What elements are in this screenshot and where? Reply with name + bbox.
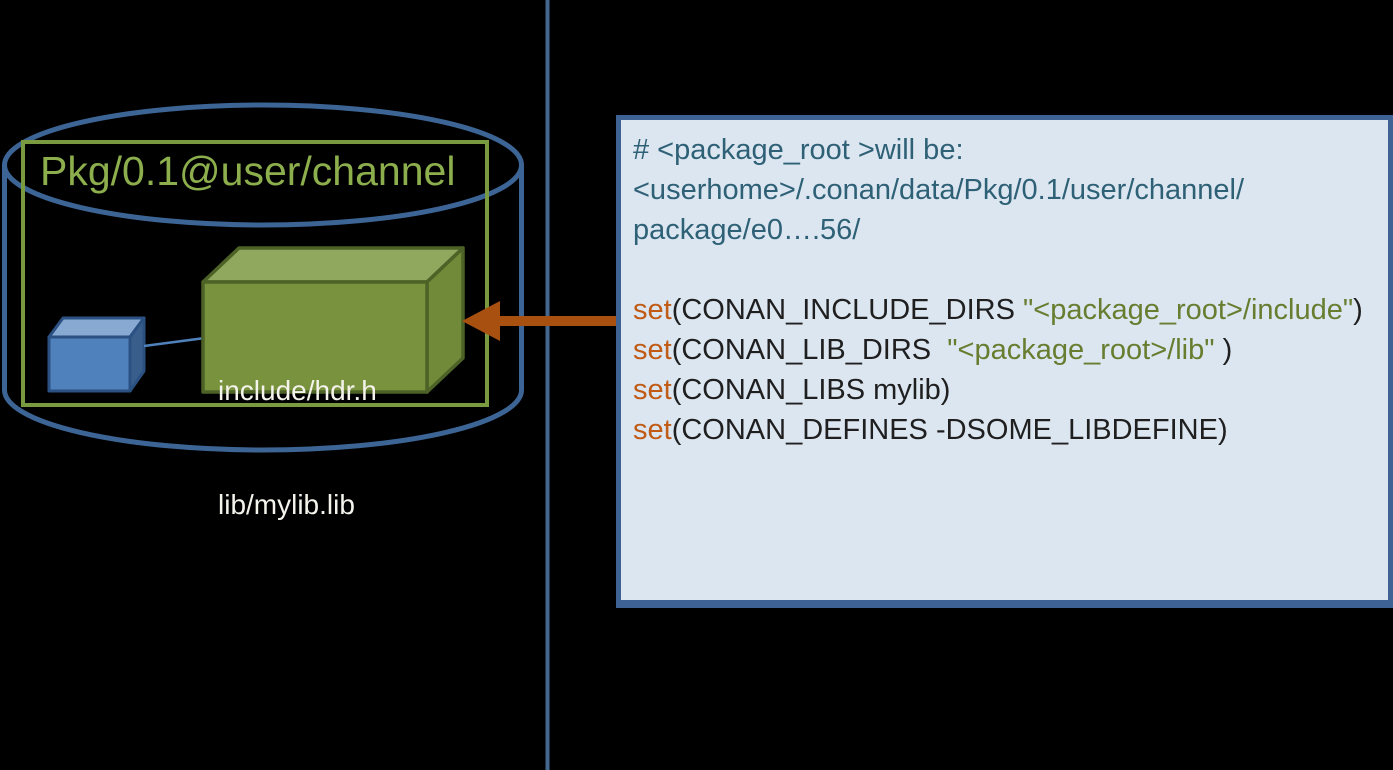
blank-line (633, 250, 1376, 290)
package-contents-label: include/hdr.h lib/mylib.lib (218, 296, 377, 600)
code-comment-line: # <package_root >will be: (633, 134, 964, 166)
blue-cube-front-face (47, 335, 132, 393)
code-token-plain: (CONAN_DEFINES -DSOME_LIBDEFINE) (671, 414, 1228, 446)
code-token-keyword: set (633, 374, 672, 406)
cmake-snippet-panel: # <package_root >will be: <userhome>/.co… (616, 115, 1393, 608)
package-contents-line2: lib/mylib.lib (218, 489, 355, 520)
package-reference-label: Pkg/0.1@user/channel (40, 148, 456, 194)
package-cube-icon (201, 246, 465, 394)
code-token-plain: (CONAN_INCLUDE_DIRS (671, 294, 1023, 326)
cylinder-top-ellipse (2, 102, 524, 228)
package-folder-rect (21, 140, 489, 407)
green-cube-front-face (201, 280, 429, 394)
code-comment-line: <userhome>/.conan/data/Pkg/0.1/user/chan… (633, 174, 1245, 206)
arrow-head (462, 301, 500, 341)
code-line: set(CONAN_LIB_DIRS "<package_root>/lib" … (633, 330, 1376, 370)
package-contents-line1: include/hdr.h (218, 375, 377, 406)
arrow-shaft (498, 316, 617, 326)
blue-cube-top-face (47, 316, 146, 339)
code-token-plain: ) (1214, 334, 1233, 366)
cylinder-body (2, 165, 524, 453)
code-line: set(CONAN_INCLUDE_DIRS "<package_root>/i… (633, 290, 1376, 330)
recipe-cube-icon (47, 316, 146, 393)
code-line: set(CONAN_DEFINES -DSOME_LIBDEFINE) (633, 410, 1376, 450)
code-token-keyword: set (633, 294, 672, 326)
code-comment-line: package/e0….56/ (633, 214, 861, 246)
code-token-plain: ) (1353, 294, 1363, 326)
local-cache-cylinder-icon (2, 102, 524, 453)
code-token-keyword: set (633, 414, 672, 446)
code-token-plain: (CONAN_LIBS mylib) (671, 374, 951, 406)
code-token-string: "<package_root>/include" (1022, 294, 1354, 326)
arrow-icon (462, 301, 617, 341)
code-line: set(CONAN_LIBS mylib) (633, 370, 1376, 410)
code-token-keyword: set (633, 334, 672, 366)
code-token-string: "<package_root>/lib" (947, 334, 1215, 366)
code-token-plain: (CONAN_LIB_DIRS (671, 334, 948, 366)
green-cube-top-face (201, 246, 465, 284)
connector-line (143, 336, 206, 348)
